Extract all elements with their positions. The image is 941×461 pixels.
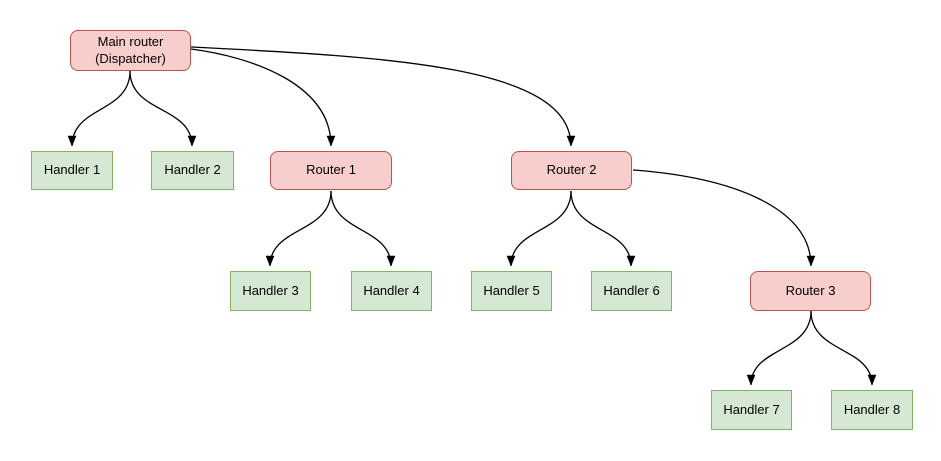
edge-router-2-to-handler-6 — [570, 190, 636, 267]
edge-router-2-to-handler-5 — [506, 190, 572, 267]
node-router-3: Router 3 — [750, 271, 871, 311]
edge-main-router-to-router-1 — [190, 48, 336, 147]
edge-router-1-to-handler-4 — [330, 190, 396, 267]
edge-main-router-to-handler-2 — [129, 70, 197, 147]
node-handler-3: Handler 3 — [230, 271, 311, 311]
node-router-2: Router 2 — [511, 151, 632, 190]
edge-main-router-to-handler-1 — [67, 70, 131, 147]
node-handler-6: Handler 6 — [591, 271, 672, 311]
edge-router-3-to-handler-7 — [746, 310, 812, 386]
node-handler-1: Handler 1 — [31, 151, 113, 190]
node-handler-7: Handler 7 — [711, 390, 792, 430]
node-router-1: Router 1 — [270, 151, 392, 190]
edge-router-1-to-handler-3 — [265, 190, 332, 267]
node-handler-4: Handler 4 — [351, 271, 432, 311]
edge-main-router-to-router-2 — [190, 46, 576, 147]
node-main-router: Main router (Dispatcher) — [70, 30, 191, 71]
edge-router-2-to-router-3 — [632, 169, 816, 267]
node-handler-2: Handler 2 — [151, 151, 234, 190]
node-handler-5: Handler 5 — [471, 271, 552, 311]
node-handler-8: Handler 8 — [831, 390, 913, 430]
edge-router-3-to-handler-8 — [810, 310, 877, 386]
